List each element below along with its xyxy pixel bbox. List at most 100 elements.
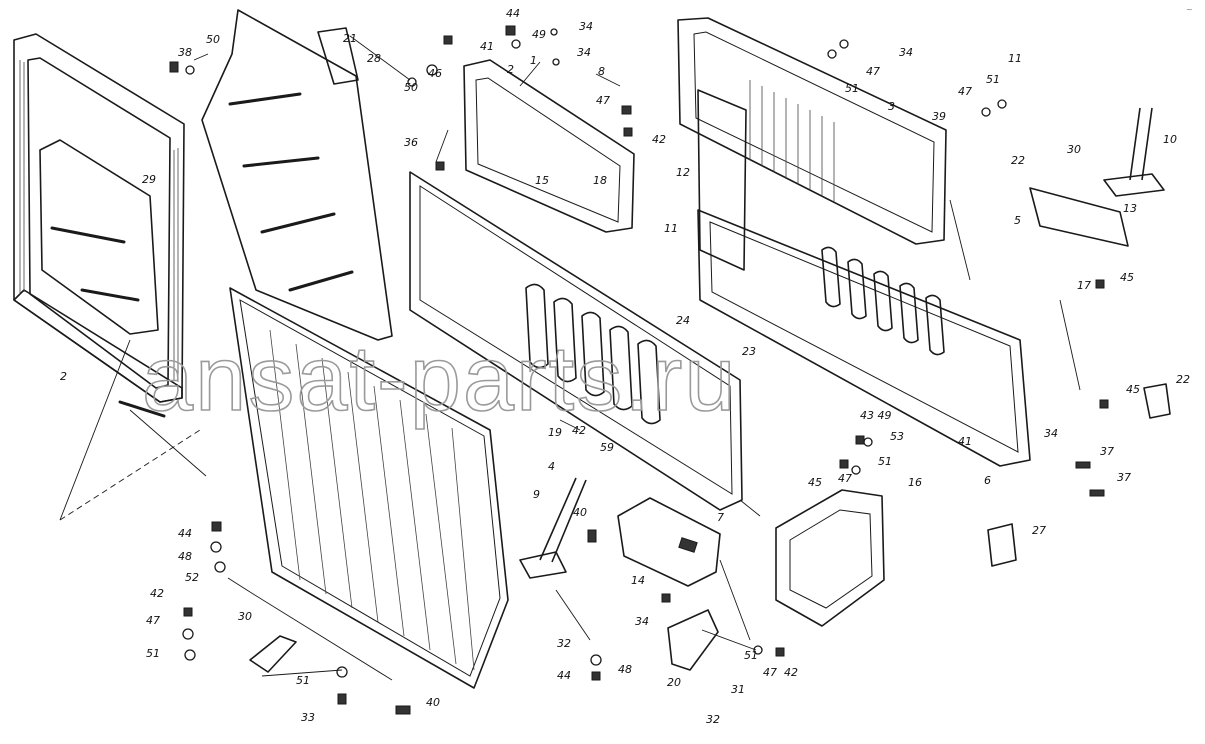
callout-c-37b: 37: [1117, 471, 1131, 484]
callout-c-34b: 34: [577, 46, 591, 59]
callout-c-51f: 51: [296, 674, 310, 687]
corner-mark: ~: [1186, 5, 1193, 14]
panel-part-7: [409, 171, 743, 511]
callout-c-2b: 2: [60, 370, 67, 383]
callout-c-11a: 11: [664, 222, 678, 235]
callout-c-41b: 41: [958, 435, 972, 448]
bracket-part-30: [249, 635, 297, 673]
callout-c-47b: 47: [866, 65, 880, 78]
callout-c-51c: 51: [878, 455, 892, 468]
callout-c-2a: 2: [507, 63, 514, 76]
callout-c-50b: 50: [404, 81, 418, 94]
callout-c-51a: 51: [845, 82, 859, 95]
callout-c-48a: 48: [618, 663, 632, 676]
callout-c-11b: 11: [1008, 52, 1022, 65]
callout-c-21: 21: [343, 32, 357, 45]
callout-c-46: 46: [428, 67, 442, 80]
callout-c-40a: 40: [573, 506, 587, 519]
callout-c-45c: 45: [808, 476, 822, 489]
callout-c-22b: 22: [1176, 373, 1190, 386]
callout-c-33: 33: [301, 711, 315, 724]
callout-c-17: 17: [1077, 279, 1091, 292]
callout-c-7: 7: [717, 511, 724, 524]
callout-c-8: 8: [598, 65, 605, 78]
grille-part-6: [229, 287, 509, 689]
callout-c-51b: 51: [986, 73, 1000, 86]
callout-c-34a: 34: [579, 20, 593, 33]
callout-c-27: 27: [1032, 524, 1046, 537]
callout-c-44b: 44: [557, 669, 571, 682]
callout-c-5: 5: [1014, 214, 1021, 227]
housing-part-16: [775, 489, 885, 627]
callout-c-29: 29: [142, 173, 156, 186]
plate-part-20: [667, 609, 719, 671]
callout-c-45b: 45: [1126, 383, 1140, 396]
callout-c-59: 59: [600, 441, 614, 454]
callout-c-51d: 51: [744, 649, 758, 662]
callout-c-39: 39: [932, 110, 946, 123]
callout-c-34c: 34: [899, 46, 913, 59]
callout-c-44c: 44: [178, 527, 192, 540]
callout-c-43: 43 49: [860, 409, 892, 422]
callout-c-30a: 30: [1067, 143, 1081, 156]
callout-c-38: 38: [178, 46, 192, 59]
callout-c-34e: 34: [635, 615, 649, 628]
callout-c-44a: 44: [506, 7, 520, 20]
callout-c-32b: 32: [557, 637, 571, 650]
callout-c-16: 16: [908, 476, 922, 489]
support-part-10: [1103, 107, 1165, 197]
callout-c-47f: 47: [146, 614, 160, 627]
frame-part-1: [463, 59, 635, 233]
callout-c-6: 6: [984, 474, 991, 487]
callout-c-10: 10: [1163, 133, 1177, 146]
callout-c-13: 13: [1123, 202, 1137, 215]
callout-c-53: 53: [890, 430, 904, 443]
callout-c-32a: 32: [706, 713, 720, 726]
callout-c-28: 28: [367, 52, 381, 65]
watermark-text: ansat-parts.ru: [142, 328, 738, 430]
frame-part-3: [677, 17, 947, 271]
plate-part-27: [987, 523, 1017, 567]
callout-c-3: 3: [888, 100, 895, 113]
callout-c-1: 1: [530, 54, 537, 67]
shroud-part-14: [617, 497, 721, 587]
callout-c-49: 49: [532, 28, 546, 41]
plate-part-22: [1143, 383, 1171, 419]
callout-c-42a: 42: [652, 133, 666, 146]
callout-c-4: 4: [548, 460, 555, 473]
panel-part-4: [697, 209, 1031, 467]
callout-c-48b: 48: [178, 550, 192, 563]
callout-c-42d: 42: [150, 587, 164, 600]
callout-c-22a: 22: [1011, 154, 1025, 167]
callout-c-34d: 34: [1044, 427, 1058, 440]
callout-c-47a: 47: [596, 94, 610, 107]
guide-part-28: [201, 9, 393, 341]
callout-c-42c: 42: [784, 666, 798, 679]
callout-c-37a: 37: [1100, 445, 1114, 458]
callout-c-15: 15: [535, 174, 549, 187]
leader-lines: [193, 35, 1081, 681]
callout-c-47e: 47: [763, 666, 777, 679]
callout-c-9: 9: [533, 488, 540, 501]
callout-c-30b: 30: [238, 610, 252, 623]
callout-c-12: 12: [676, 166, 690, 179]
callout-c-23: 23: [742, 345, 756, 358]
callout-c-20: 20: [667, 676, 681, 689]
frame-part-2: [13, 33, 207, 521]
callout-c-19: 19: [548, 426, 562, 439]
hardware-set: [169, 25, 1109, 715]
support-part-9: [519, 477, 587, 579]
callout-c-36: 36: [404, 136, 418, 149]
callout-c-47d: 47: [838, 472, 852, 485]
callout-c-47c: 47: [958, 85, 972, 98]
rail-part-13: [1029, 187, 1129, 247]
callout-c-50a: 50: [206, 33, 220, 46]
callout-c-14: 14: [631, 574, 645, 587]
callout-c-45a: 45: [1120, 271, 1134, 284]
callout-c-51e: 51: [146, 647, 160, 660]
callout-c-40b: 40: [426, 696, 440, 709]
callout-c-42b: 42: [572, 424, 586, 437]
